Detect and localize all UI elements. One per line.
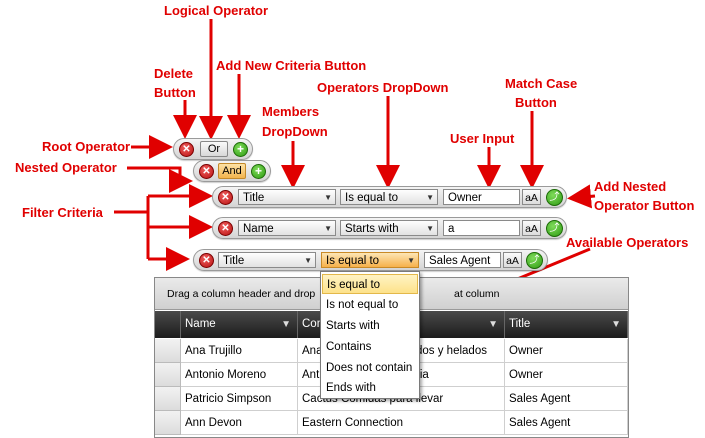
root-operator-group: ✕ Or + — [173, 138, 253, 160]
chevron-down-icon: ▼ — [407, 256, 415, 265]
operator-option-selected[interactable]: Is equal to — [322, 274, 418, 294]
nested-operator-group: ✕ And + — [193, 160, 271, 182]
nested-logical-operator-button[interactable]: And — [218, 163, 246, 179]
label-available-operators: Available Operators — [566, 235, 689, 250]
value-input[interactable]: Sales Agent — [424, 252, 501, 268]
row-indicator[interactable] — [155, 339, 181, 363]
cell-title[interactable]: Owner — [505, 363, 628, 387]
add-criteria-icon[interactable]: + — [251, 164, 266, 179]
filter-row: ✕ Title▼ Is equal to▼ Sales Agent aA ⤴ — [193, 249, 548, 271]
label-members-line2: DropDown — [262, 124, 328, 139]
match-case-button[interactable]: aA — [522, 220, 541, 236]
label-filter-criteria: Filter Criteria — [22, 205, 103, 220]
operator-dropdown[interactable]: Is equal to▼ — [340, 189, 438, 205]
cell-name[interactable]: Ana Trujillo — [181, 339, 298, 363]
label-match-case-line2: Button — [515, 95, 557, 110]
chevron-down-icon: ▼ — [426, 224, 434, 233]
label-root-operator: Root Operator — [42, 139, 131, 154]
root-logical-operator-button[interactable]: Or — [200, 141, 228, 157]
label-user-input: User Input — [450, 131, 515, 146]
cell-title[interactable]: Owner — [505, 339, 628, 363]
label-delete-line1: Delete — [154, 66, 194, 81]
chevron-down-icon: ▼ — [324, 193, 332, 202]
cell-name[interactable]: Antonio Moreno — [181, 363, 298, 387]
cell-name[interactable]: Ann Devon — [181, 411, 298, 435]
filter-icon[interactable]: ▼ — [281, 319, 291, 330]
value-input[interactable]: Owner — [443, 189, 520, 205]
label-add-new-criteria: Add New Criteria Button — [216, 58, 367, 73]
label-logical-operator: Logical Operator — [164, 3, 269, 18]
row-indicator[interactable] — [155, 411, 181, 435]
row-header-corner — [155, 311, 181, 338]
operator-option[interactable]: Starts with — [326, 320, 380, 332]
label-add-nested-line1: Add Nested — [594, 179, 667, 194]
chevron-down-icon: ▼ — [426, 193, 434, 202]
add-criteria-icon[interactable]: + — [233, 142, 248, 157]
operator-option[interactable]: Does not contain — [326, 362, 413, 374]
cell-title[interactable]: Sales Agent — [505, 411, 628, 435]
row-indicator[interactable] — [155, 387, 181, 411]
chevron-down-icon: ▼ — [324, 224, 332, 233]
cell-title[interactable]: Sales Agent — [505, 387, 628, 411]
label-members-line1: Members — [262, 104, 320, 119]
cell-company[interactable]: Eastern Connection — [298, 411, 505, 435]
member-dropdown[interactable]: Title▼ — [238, 189, 336, 205]
delete-icon[interactable]: ✕ — [199, 164, 214, 179]
filter-icon[interactable]: ▼ — [488, 319, 498, 330]
column-header-name[interactable]: Name▼ — [181, 311, 298, 338]
add-nested-operator-icon[interactable]: ⤴ — [546, 220, 563, 237]
delete-icon[interactable]: ✕ — [218, 221, 233, 236]
chevron-down-icon: ▼ — [304, 256, 312, 265]
add-nested-operator-icon[interactable]: ⤴ — [546, 189, 563, 206]
filter-row: ✕ Title▼ Is equal to▼ Owner aA ⤴ — [212, 186, 567, 208]
label-delete-line2: Button — [154, 85, 196, 100]
value-input[interactable]: a — [443, 220, 520, 236]
label-add-nested-line2: Operator Button — [594, 198, 695, 213]
match-case-button[interactable]: aA — [522, 189, 541, 205]
operators-dropdown-list: Is equal to Is not equal to Starts with … — [320, 271, 420, 399]
column-header-title[interactable]: Title▼ — [505, 311, 628, 338]
label-operators-dropdown: Operators DropDown — [317, 80, 449, 95]
delete-icon[interactable]: ✕ — [218, 190, 233, 205]
delete-icon[interactable]: ✕ — [179, 142, 194, 157]
row-indicator[interactable] — [155, 363, 181, 387]
filter-row: ✕ Name▼ Starts with▼ a aA ⤴ — [212, 217, 567, 239]
operator-option[interactable]: Ends with — [326, 382, 376, 394]
delete-icon[interactable]: ✕ — [199, 253, 214, 268]
member-dropdown[interactable]: Name▼ — [238, 220, 336, 236]
operator-dropdown[interactable]: Starts with▼ — [340, 220, 438, 236]
cell-name[interactable]: Patricio Simpson — [181, 387, 298, 411]
filter-icon[interactable]: ▼ — [611, 319, 621, 330]
operator-dropdown[interactable]: Is equal to▼ — [321, 252, 419, 268]
add-nested-operator-icon[interactable]: ⤴ — [526, 252, 543, 269]
member-dropdown[interactable]: Title▼ — [218, 252, 316, 268]
label-match-case-line1: Match Case — [505, 76, 578, 91]
operator-option[interactable]: Is not equal to — [326, 299, 399, 311]
label-nested-operator: Nested Operator — [15, 160, 117, 175]
match-case-button[interactable]: aA — [503, 252, 522, 268]
operator-option[interactable]: Contains — [326, 341, 372, 353]
